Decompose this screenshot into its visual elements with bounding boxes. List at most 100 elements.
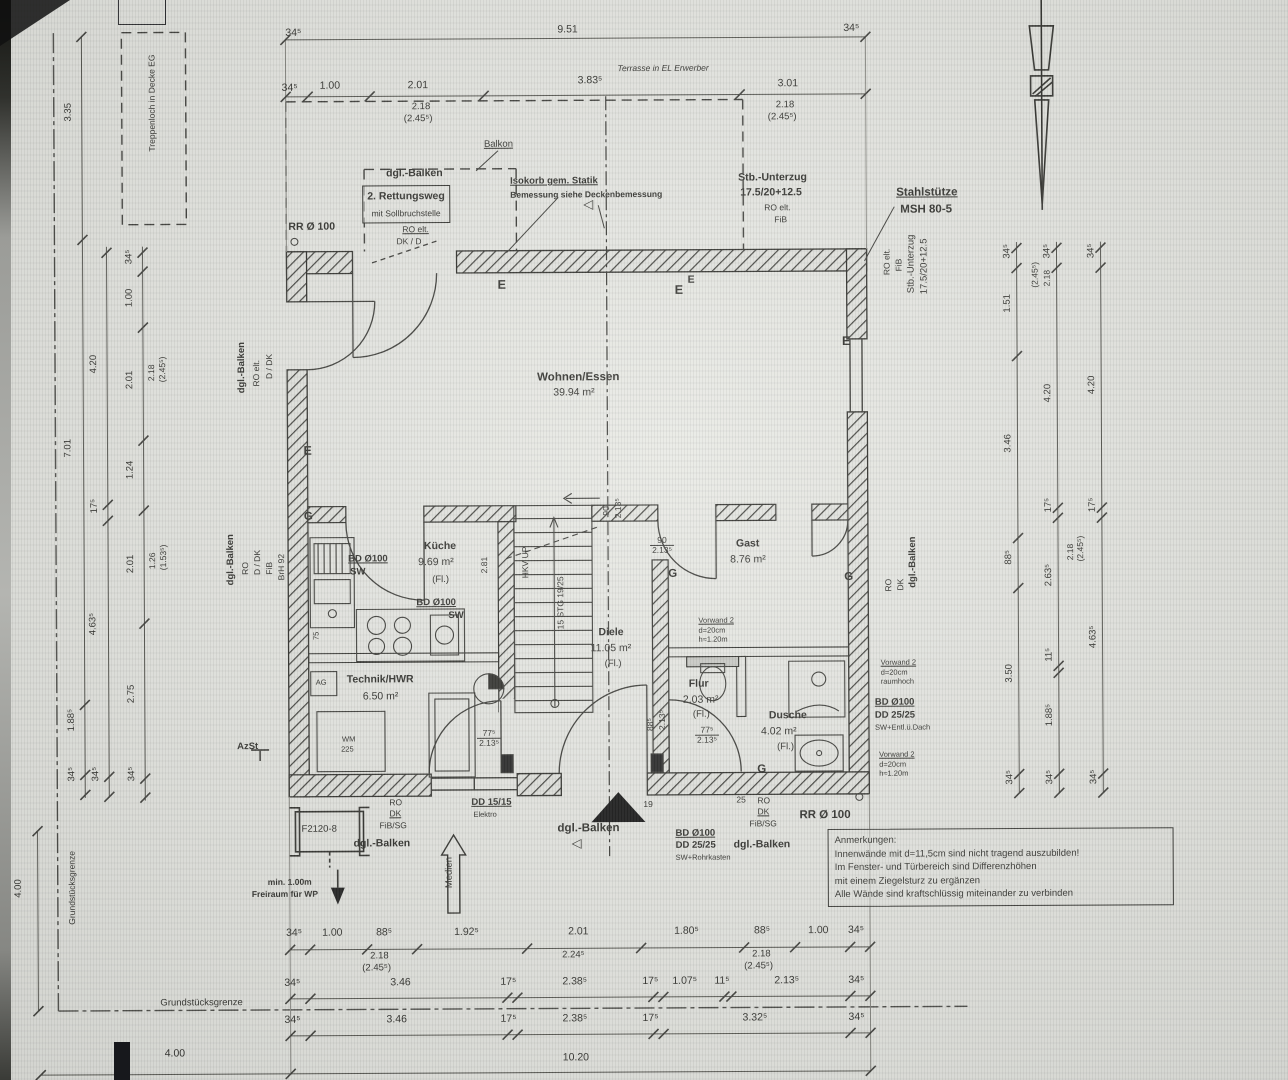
dim-sub: 2.18 [411,101,431,113]
steel-column-label: Stahlstütze [896,186,958,199]
dim-label: 3.83⁵ [577,74,603,87]
dim-label: 17⁵ [1042,497,1054,513]
dim-label: 3.32⁵ [742,1011,768,1024]
elektro-label: Elektro [473,809,497,819]
dim-label: 11⁵ [1043,647,1055,662]
beam-vert: dgl.-Balken [906,536,919,588]
dd-elektro-label: DD 15/15 [471,796,512,808]
dim-label: 34⁵ [1001,244,1013,259]
dim-label: 11⁵ [714,974,730,987]
isokorb-label: Isokorb gem. Statik [510,175,598,187]
wall-marker-g: G [303,510,313,523]
staircase [505,492,601,714]
door-dim-technik: 77⁵ 2.13⁵ [476,728,502,748]
dim-label: 4.20 [1086,375,1098,395]
ro-vert: RO [883,578,894,592]
door-dim: 88⁵ [644,717,655,731]
steel-column-type: MSH 80-5 [900,203,953,216]
downpipe-label: RR Ø 100 [799,808,851,822]
bd-label: BD Ø100 [874,696,915,708]
vorwand-d: d=20cm [698,625,726,635]
dim-label: 3.46 [386,1013,407,1026]
dim-label: 1.07⁵ [672,974,698,987]
ro-elt-vert: RO elt. [251,360,262,387]
dimension-ticks [31,31,1109,1080]
dim-label: 34⁵ [1085,243,1097,259]
beam-vert: dgl.-Balken [235,342,248,394]
door-dim-gast: 90 2.13⁵ [649,535,675,555]
section-marker-icon: ◁ [571,835,582,851]
dim-label: 25 [736,794,746,805]
ro-label: RO [757,795,771,806]
dim-label: 1.00 [322,926,343,939]
dim-label: 1.88⁵ [65,708,77,732]
dim-label: 34⁵ [1044,769,1056,785]
dim-sub: (2.45⁵) [403,113,433,125]
window-lines [431,338,864,791]
wall-marker-g: G [668,567,678,580]
dim-label: 3.46 [390,976,411,989]
fib-label: FiB [774,214,788,225]
dim-label: 2.81 [479,556,490,574]
room-name-flur: Flur [688,677,709,690]
ro-elt-label: RO elt. [764,202,791,213]
window-box-symbol [289,806,370,868]
dim-label: 34⁵ [848,973,865,986]
ro-elt-label: RO elt. [402,224,429,235]
door-height: 2.13⁵ [479,737,500,748]
dim-sub: 2.24⁵ [562,949,585,961]
bd-label: BD Ø100 [348,553,388,565]
vorwand-d: d=20cm [880,667,908,677]
dim-sub: (2.45⁵) [362,962,392,974]
vorwand-label: Vorwand 2 [879,749,915,759]
terrace-note: Terrasse in EL Erwerber [617,62,709,74]
stair-opening-label: Treppenloch in Decke EG [146,54,157,152]
room-area-diele: 11.05 m² [590,642,632,655]
sw-label: SW [350,566,366,578]
dim-label: 34⁵ [126,766,138,782]
section-marker-icon: ◁ [583,196,594,212]
room-name-gast: Gast [735,537,760,550]
boundary-label-vert: Grundstücksgrenze [66,850,78,925]
unterzug-dim: 17.5/20+12.5 [740,186,802,199]
dim-label: 1.00 [319,79,341,92]
sw-label: SW [448,609,464,622]
wm-num: 225 [341,744,354,754]
vorwand-d: d=20cm [879,759,907,769]
stair-count-label: 15 STG 19/25 [555,576,566,630]
fib-vert: FiB [264,561,275,575]
room-fl-dusche: (Fl.) [777,741,795,753]
wp-note-2: Freiraum für WP [251,888,318,900]
vorwand-h: h≈1.20m [879,768,909,778]
dim-sub: 1.26 [147,552,158,570]
dim-label: 2.01 [407,79,429,92]
beam-label: dgl.-Balken [386,167,443,180]
dim-label: 3.46 [1002,434,1014,453]
fibsg-label: FiB/SG [379,820,407,831]
balcony-label: Balkon [483,138,514,150]
bath-fixtures [500,660,846,774]
dim-label: 88⁵ [376,926,393,939]
vorwand-label: Vorwand 2 [698,615,734,625]
dim-sub: (2.45⁵) [767,111,797,123]
dim-sub: 2.18 [1041,269,1052,287]
room-fl-diele: (Fl.) [604,658,622,670]
vorwand-h: raumhoch [880,676,915,686]
room-name-diele: Diele [598,626,624,639]
ro-label: RO [389,797,403,808]
door-height: 2.13⁵ [652,544,673,555]
sw-rohr-label: SW+Rohrkasten [675,852,731,862]
d-dk-vert: D / DK [252,550,263,576]
dim-sub: (1.53⁵) [158,544,169,571]
dim-label: 34⁵ [286,926,303,939]
room-area-wohnen: 39.94 m² [553,386,595,399]
dim-sub: (2.45⁵) [157,356,168,383]
bd-label: BD Ø100 [675,827,716,839]
dim-label: 2.75 [125,684,137,704]
room-area-kueche: 9.69 m² [418,555,454,569]
room-name-wohnen: Wohnen/Essen [537,371,620,384]
